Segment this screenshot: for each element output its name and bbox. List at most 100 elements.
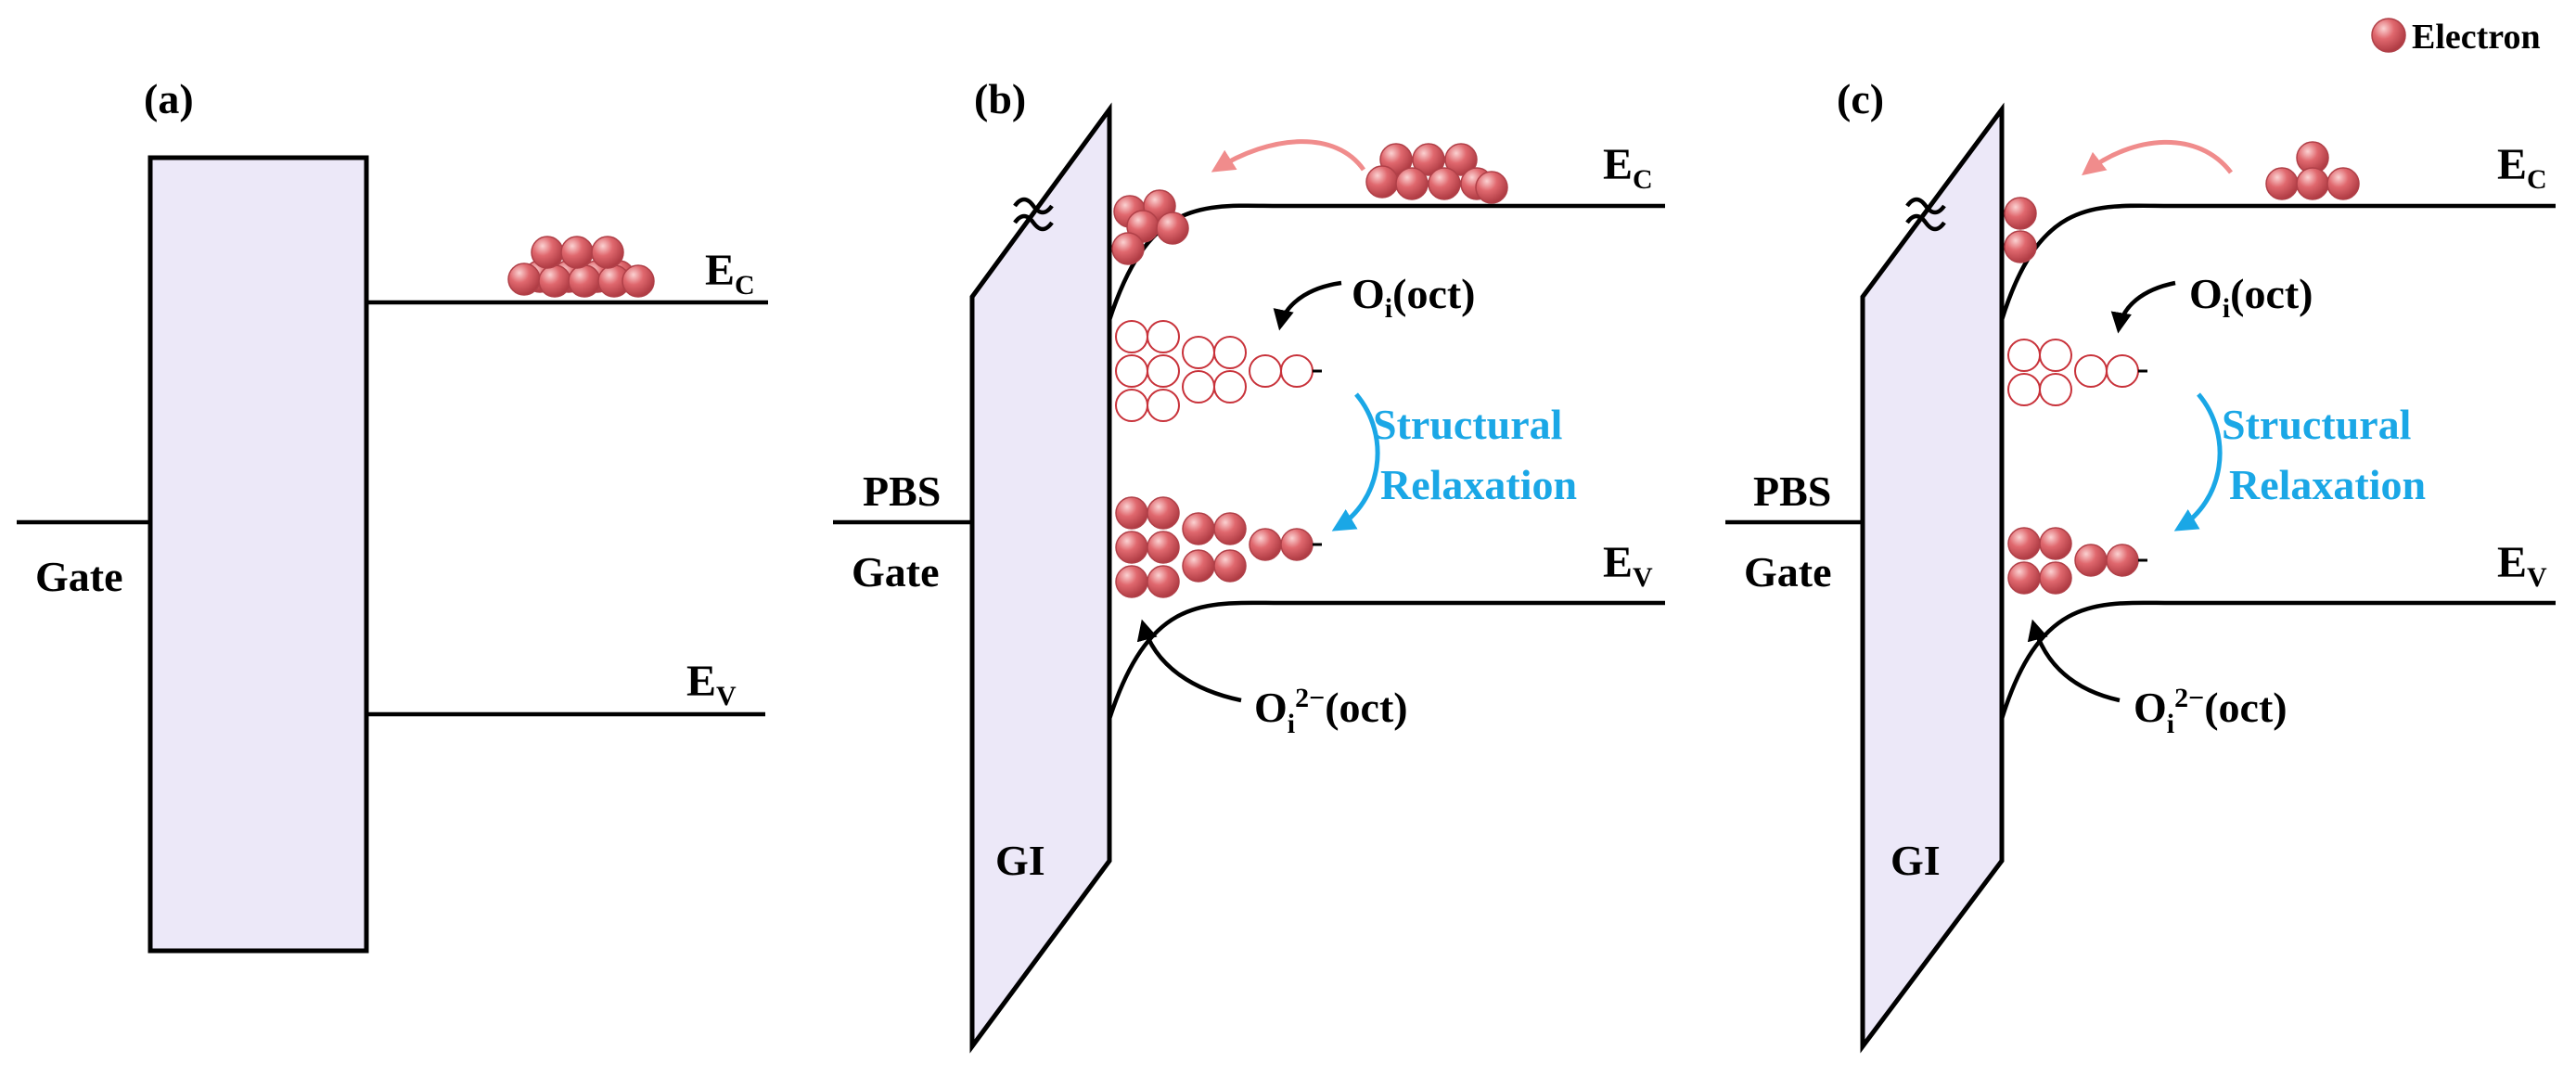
electron bbox=[622, 264, 655, 298]
panel-c-relaxation-line2: Relaxation bbox=[2229, 461, 2426, 508]
panel-c-interface-electron-cluster bbox=[2004, 197, 2037, 263]
electron bbox=[1147, 531, 1180, 564]
panel-b-lower-trap-label: Oi2−(oct) bbox=[1254, 683, 1408, 739]
panel-b-conduction-band bbox=[1107, 203, 1665, 321]
panel-b-bulk-electron-cluster bbox=[1365, 143, 1508, 204]
empty-trap bbox=[1147, 320, 1180, 353]
panel-b-ev-label: EV bbox=[1603, 538, 1653, 593]
panel-b-lower-trap-arrow bbox=[1136, 619, 1242, 703]
panel-c-electron-transfer-arrow bbox=[2082, 139, 2233, 176]
electron bbox=[568, 264, 601, 298]
empty-trap bbox=[2106, 354, 2139, 388]
electron bbox=[2296, 167, 2329, 200]
empty-trap bbox=[2039, 373, 2072, 406]
panel-b-label: (b) bbox=[974, 75, 1026, 122]
panel-c-ec-label: EC bbox=[2497, 140, 2547, 195]
empty-trap bbox=[1115, 389, 1148, 422]
electron bbox=[1147, 496, 1180, 530]
electron bbox=[2039, 527, 2072, 560]
electron bbox=[560, 236, 594, 269]
electron bbox=[1395, 167, 1429, 200]
legend-electron-marker bbox=[2371, 18, 2406, 53]
panel-c-empty-trap-cluster bbox=[2007, 339, 2147, 406]
panel-a-electron-cluster bbox=[507, 236, 655, 298]
panel-b-interface-electron-cluster bbox=[1111, 189, 1189, 265]
panel-b: (b) GI PBS Gate EC EV bbox=[833, 75, 1665, 1054]
electron bbox=[531, 236, 564, 269]
electron bbox=[2007, 527, 2041, 560]
panel-b-electron-transfer-arrow bbox=[1211, 139, 1366, 173]
panel-c-gate-label: Gate bbox=[1744, 548, 1832, 596]
empty-trap bbox=[1213, 370, 1247, 404]
panel-c-lower-trap-arrow bbox=[2027, 619, 2121, 703]
panel-c-axis-break-icon bbox=[1905, 197, 1946, 215]
panel-c-relaxation-line1: Structural bbox=[2222, 401, 2411, 448]
panel-c-lower-trap-label: Oi2−(oct) bbox=[2134, 683, 2288, 739]
electron bbox=[1111, 232, 1145, 265]
electron bbox=[1115, 565, 1148, 598]
panel-a-ev-label: EV bbox=[686, 657, 737, 711]
empty-trap bbox=[1249, 354, 1282, 388]
panel-c-structural-relaxation-arrow bbox=[2173, 392, 2223, 532]
electron bbox=[1428, 167, 1461, 200]
electron bbox=[1475, 171, 1508, 204]
electron bbox=[538, 264, 571, 298]
empty-trap bbox=[1182, 370, 1215, 404]
electron bbox=[2106, 544, 2139, 577]
panel-b-axis-break-icon bbox=[1013, 197, 1054, 215]
panel-b-axis-break-icon bbox=[1013, 213, 1054, 232]
panel-c-gi-label: GI bbox=[1890, 837, 1941, 884]
panel-a-gate-label: Gate bbox=[35, 553, 123, 600]
electron bbox=[1412, 143, 1445, 176]
electron bbox=[1147, 565, 1180, 598]
panel-c-label: (c) bbox=[1837, 75, 1884, 122]
electron bbox=[1156, 211, 1189, 245]
empty-trap bbox=[1115, 354, 1148, 388]
panel-b-gate-insulator bbox=[969, 102, 1112, 1054]
empty-trap bbox=[1147, 389, 1180, 422]
panel-c-bulk-electron-cluster bbox=[2265, 141, 2360, 200]
panel-c-upper-trap-label: Oi(oct) bbox=[2189, 270, 2313, 324]
panel-c-pbs-label: PBS bbox=[1753, 468, 1831, 515]
electron bbox=[1115, 496, 1148, 530]
electron bbox=[2074, 544, 2108, 577]
panel-c-upper-trap-arrow bbox=[2110, 280, 2176, 334]
electron bbox=[1182, 549, 1215, 583]
empty-trap bbox=[2007, 339, 2041, 372]
empty-trap bbox=[1147, 354, 1180, 388]
legend: Electron bbox=[2371, 18, 2541, 57]
empty-trap bbox=[1115, 320, 1148, 353]
panel-b-relaxation-line2: Relaxation bbox=[1380, 461, 1577, 508]
panel-c-gate-insulator bbox=[1860, 102, 2005, 1054]
electron bbox=[507, 263, 541, 296]
panel-b-gi-label: GI bbox=[995, 837, 1045, 884]
empty-trap bbox=[2039, 339, 2072, 372]
panel-a-ec-label: EC bbox=[705, 246, 755, 301]
panel-b-structural-relaxation-arrow bbox=[1331, 392, 1380, 532]
panel-b-upper-trap-label: Oi(oct) bbox=[1352, 270, 1476, 324]
electron bbox=[591, 236, 624, 269]
electron bbox=[1115, 531, 1148, 564]
electron bbox=[2326, 167, 2360, 200]
electron bbox=[2004, 197, 2037, 230]
panel-a-gate-dielectric bbox=[147, 155, 369, 954]
panel-b-ec-label: EC bbox=[1603, 140, 1653, 195]
panel-b-filled-trap-cluster bbox=[1115, 496, 1322, 598]
panel-c: (c) GI PBS Gate EC EV bbox=[1725, 75, 2556, 1054]
panel-c-filled-trap-cluster bbox=[2007, 527, 2147, 595]
panel-b-gate-label: Gate bbox=[852, 548, 940, 596]
electron bbox=[2007, 561, 2041, 595]
panel-c-conduction-band bbox=[1999, 203, 2556, 321]
empty-trap bbox=[1213, 336, 1247, 369]
panel-b-empty-trap-cluster bbox=[1115, 320, 1322, 422]
electron bbox=[1365, 165, 1399, 199]
panel-b-valence-band bbox=[1107, 600, 1665, 720]
electron bbox=[2039, 561, 2072, 595]
electron bbox=[1280, 528, 1314, 561]
empty-trap bbox=[2007, 373, 2041, 406]
panel-c-axis-break-icon bbox=[1905, 213, 1946, 232]
legend-electron-label: Electron bbox=[2412, 18, 2541, 57]
electron bbox=[1213, 549, 1247, 583]
electron bbox=[1213, 512, 1247, 545]
